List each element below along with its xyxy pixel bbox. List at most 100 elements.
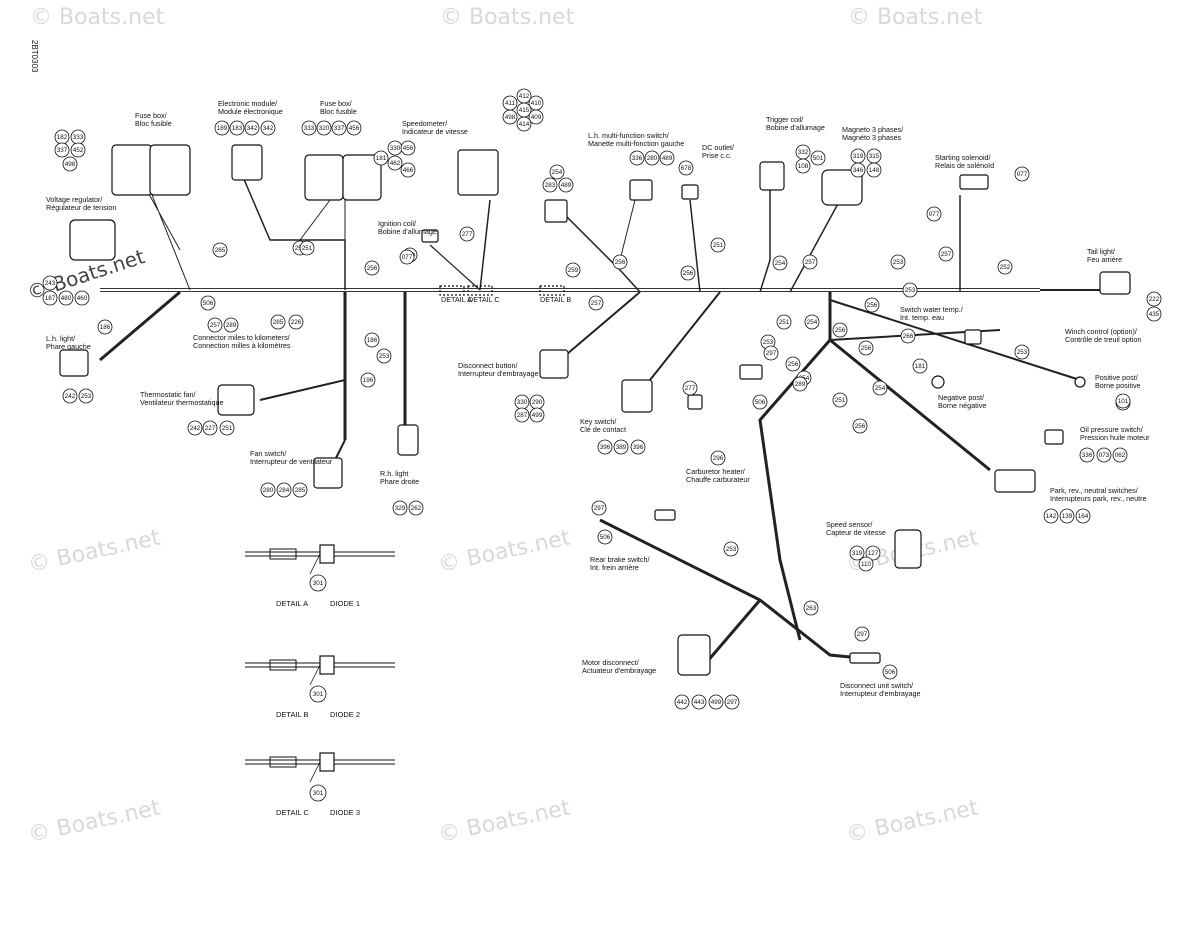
- callout-number: 183: [232, 125, 243, 132]
- callout-circle: [316, 120, 332, 136]
- callout-number: 257: [210, 322, 221, 329]
- positive-post: [1074, 376, 1086, 388]
- callout-circle: [854, 626, 870, 642]
- callout-number: 187: [45, 295, 56, 302]
- callout-number: 410: [531, 100, 542, 107]
- dc-outlet: [681, 184, 699, 200]
- callout-circle: [373, 150, 389, 166]
- callout-number: 443: [694, 699, 705, 706]
- callout-circle: [292, 482, 308, 498]
- callout-number: 256: [683, 270, 694, 277]
- disconnect-unit-switch: [849, 652, 881, 664]
- negative-post: [931, 375, 945, 389]
- callout-circle: [408, 500, 424, 516]
- callout-number: 480: [61, 295, 72, 302]
- callout-number: 506: [755, 399, 766, 406]
- label-disconnect-unit-switch-fr: Interrupteur d'embrayage: [840, 689, 920, 698]
- callout-number: 164: [1078, 513, 1089, 520]
- callout-circle: [400, 140, 416, 156]
- label-rh-light: R.h. light: [380, 469, 408, 478]
- label-ignition-coil: Ignition coil/: [378, 219, 416, 228]
- detail-a: [245, 544, 395, 575]
- callout-number: 227: [205, 425, 216, 432]
- label-thermostatic-fan: Thermostatic fan/: [140, 390, 196, 399]
- callout-circle: [926, 206, 942, 222]
- callout-circle: [58, 290, 74, 306]
- detail-b-diode: DIODE 2: [330, 710, 360, 719]
- harness-trunk: [99, 159, 1100, 671]
- label-connector-miles: Connector miles to kilometers/: [193, 333, 290, 342]
- diode-details: [245, 544, 395, 783]
- callout-circle: [399, 249, 415, 265]
- callout-circle: [866, 162, 882, 178]
- callout-number: 256: [367, 265, 378, 272]
- label-motor-disconnect-fr: Actuateur d'embrayage: [582, 666, 656, 675]
- label-tail-light: Tail light/: [1087, 247, 1115, 256]
- callout-circle: [902, 282, 918, 298]
- callout-number: 435: [1149, 311, 1160, 318]
- watermark: © Boats.net: [436, 525, 573, 577]
- callout-number: 498: [65, 161, 76, 168]
- callout-circle: [1043, 508, 1059, 524]
- callout-number: 263: [806, 605, 817, 612]
- label-multi-function-switch-fr: Manette multi-fonction gauche: [588, 139, 684, 148]
- callout-circle: [549, 164, 565, 180]
- callout-circle: [710, 450, 726, 466]
- callout-circle: [804, 314, 820, 330]
- callout-number: 456: [349, 125, 360, 132]
- callout-number: 186: [367, 337, 378, 344]
- callout-circle: [997, 259, 1013, 275]
- callout-number: 253: [893, 259, 904, 266]
- callout-circle: [763, 345, 779, 361]
- callout-circle: [802, 254, 818, 270]
- label-electronic-module-fr: Module électronique: [218, 107, 283, 116]
- callout-circle: [776, 314, 792, 330]
- callout-number: 297: [857, 631, 868, 638]
- detail-b-callout: 301: [313, 691, 324, 698]
- callout-circle: [542, 177, 558, 193]
- callout-number: 414: [519, 121, 530, 128]
- detail-b: [245, 655, 395, 686]
- label-rear-brake-switch-fr: Int. frein arrière: [590, 563, 639, 572]
- label-lh-light: L.h. light/: [46, 334, 75, 343]
- label-connector-miles-fr: Connection milles à kilomètres: [193, 341, 291, 350]
- rear-brake-switch: [654, 509, 676, 521]
- callout-circle: [200, 295, 216, 311]
- callout-number: 333: [73, 134, 84, 141]
- callout-number: 319: [852, 550, 863, 557]
- callout-number: 330: [517, 399, 528, 406]
- callout-number: 506: [885, 669, 896, 676]
- callout-circle: [752, 394, 768, 410]
- callout-number: 073: [1099, 452, 1110, 459]
- callout-number: 415: [519, 107, 530, 114]
- callout-number: 283: [545, 182, 556, 189]
- callout-circle: [708, 694, 724, 710]
- callout-circle: [74, 290, 90, 306]
- callout-circle: [1059, 508, 1075, 524]
- callout-number: 320: [319, 125, 330, 132]
- callout-circle: [97, 319, 113, 335]
- callout-circle: [858, 340, 874, 356]
- callout-circle: [890, 254, 906, 270]
- label-winch-control-fr: Contrôle de treuil option: [1065, 335, 1141, 344]
- callout-number: 466: [403, 167, 414, 174]
- callout-number: 280: [263, 487, 274, 494]
- callout-circle: [78, 388, 94, 404]
- inline-detail-c: DETAIL C: [468, 295, 500, 304]
- callout-circle: [629, 150, 645, 166]
- callout-circle: [938, 246, 954, 262]
- watermark: © Boats.net: [436, 795, 573, 847]
- callout-number: 336: [632, 155, 643, 162]
- callout-number: 254: [807, 319, 818, 326]
- callout-number: 257: [591, 300, 602, 307]
- callout-number: 409: [531, 114, 542, 121]
- callout-number: 337: [334, 125, 345, 132]
- label-starting-solenoid: Starting solenoid/: [935, 153, 991, 162]
- detail-b-title: DETAIL B: [276, 710, 309, 719]
- speedometer: [457, 149, 499, 196]
- callout-number: 259: [568, 267, 579, 274]
- callout-circle: [346, 120, 362, 136]
- callout-number: 251: [713, 242, 724, 249]
- callout-number: 101: [1118, 398, 1129, 405]
- callout-number: 290: [532, 399, 543, 406]
